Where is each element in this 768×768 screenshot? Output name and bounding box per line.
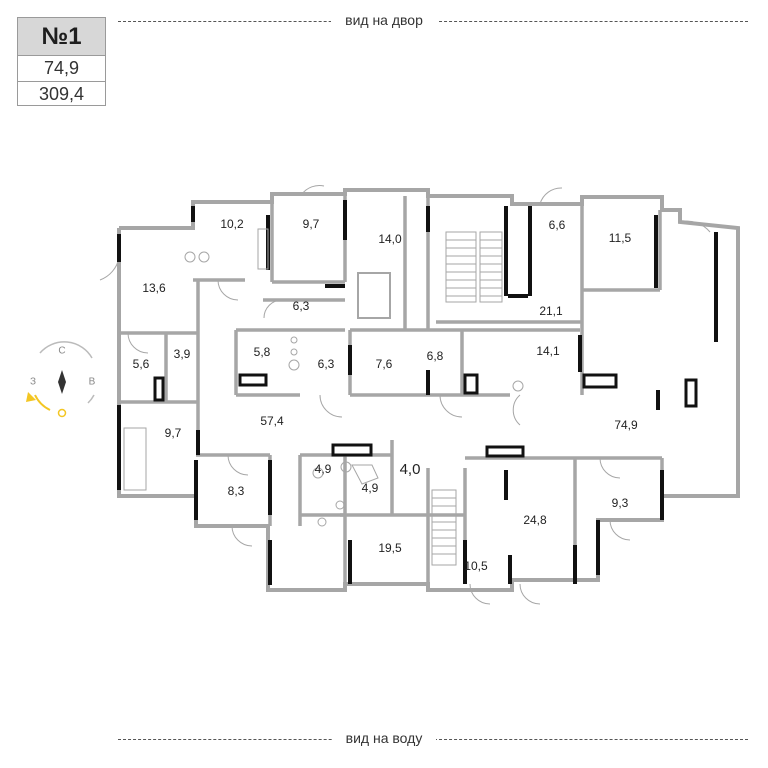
room-area: 4,0 [400, 461, 421, 478]
bottom-view-text: вид на воду [331, 730, 437, 746]
room-area: 9,7 [303, 217, 320, 231]
room-area: 3,9 [174, 347, 191, 361]
compass-north: С [58, 346, 65, 357]
room-area: 9,7 [165, 426, 182, 440]
room-area: 5,6 [133, 357, 150, 371]
room-area: 4,9 [315, 462, 332, 476]
room-area: 57,4 [260, 414, 284, 428]
stairs [123, 231, 503, 566]
room-area: 9,3 [612, 496, 629, 510]
room-area: 21,1 [539, 304, 563, 318]
compass-arrow-icon [26, 392, 36, 402]
apartment-number: №1 [18, 18, 105, 56]
compass-arc-top [39, 341, 93, 359]
room-area: 11,5 [609, 231, 632, 245]
room-area: 19,5 [378, 541, 402, 555]
doors [99, 185, 711, 605]
outer-walls [117, 188, 740, 592]
room-area: 6,8 [427, 349, 444, 363]
room-area: 4,9 [362, 481, 379, 495]
columns [153, 373, 698, 458]
floor-area: 309,4 [38, 84, 85, 104]
room-area: 13,6 [142, 281, 166, 295]
fixtures [184, 228, 524, 527]
room-area: 6,6 [549, 218, 566, 232]
top-view-label: вид на двор [0, 12, 768, 28]
top-view-text: вид на двор [331, 12, 437, 28]
room-area: 6,3 [318, 357, 335, 371]
room-area: 24,8 [523, 513, 547, 527]
compass-needle-icon [58, 370, 66, 394]
room-area: 7,6 [376, 357, 393, 371]
room-area: 5,8 [254, 345, 271, 359]
sun-icon [57, 408, 67, 418]
compass-arc-right [87, 394, 95, 404]
compass-west: З [30, 377, 36, 388]
room-area: 8,3 [228, 484, 245, 498]
room-area: 10,2 [220, 217, 244, 231]
compass-sun-arc [34, 394, 51, 411]
apartment-area: 74,9 [18, 56, 105, 82]
room-labels: 10,2 9,7 14,0 6,6 11,5 13,6 6,3 21,1 5,6… [133, 217, 638, 573]
room-area: 6,3 [293, 299, 310, 313]
bottom-view-label: вид на воду [0, 730, 768, 746]
room-area: 10,5 [464, 559, 488, 573]
accent-walls [117, 200, 718, 585]
room-area: 74,9 [614, 418, 638, 432]
apartment-card: №1 74,9 309,4 [17, 17, 106, 106]
room-area: 14,0 [378, 232, 402, 246]
compass-east: В [89, 377, 96, 388]
room-area: 14,1 [536, 344, 560, 358]
compass: С З В [26, 341, 96, 418]
